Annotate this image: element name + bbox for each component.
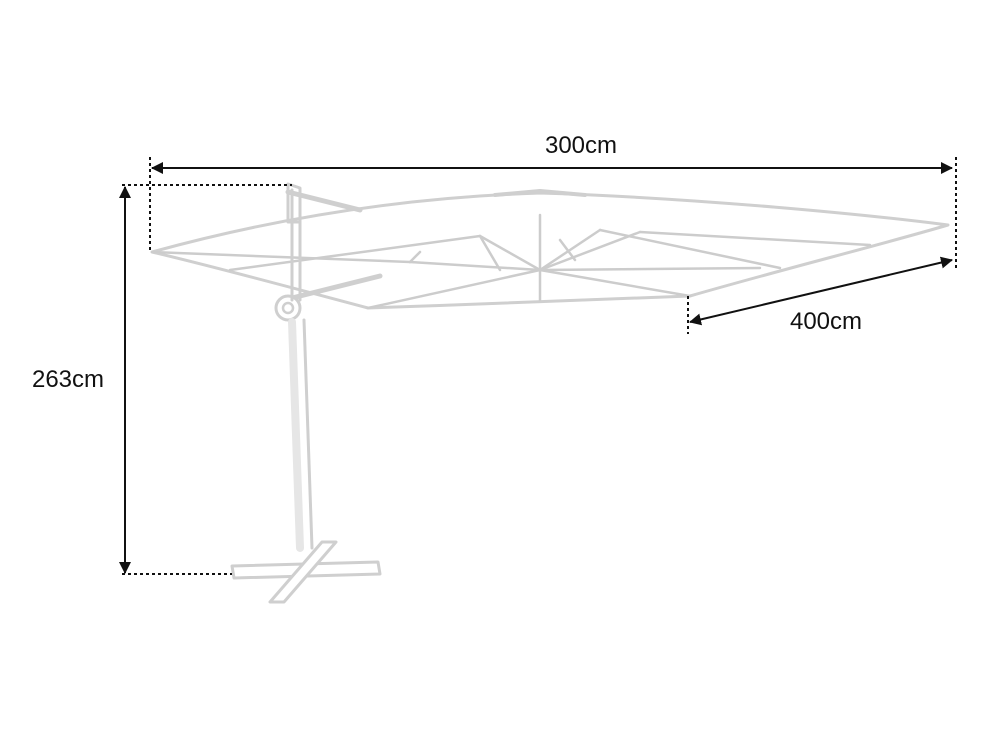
canopy <box>150 191 950 310</box>
upper-arm-outline <box>286 182 302 224</box>
canopy-finial <box>493 189 587 197</box>
depth-label: 400cm <box>790 308 862 335</box>
depth-dimension-arrow <box>689 256 953 326</box>
lower-arm <box>289 273 383 301</box>
cross-base <box>230 540 382 604</box>
main-pole <box>288 188 314 550</box>
width-label: 300cm <box>545 132 617 159</box>
crank-knob <box>274 294 302 322</box>
height-label: 263cm <box>32 366 104 393</box>
cantilever-umbrella <box>150 182 950 604</box>
canopy-ribs <box>150 213 872 310</box>
dimension-annotations <box>119 157 957 575</box>
main-pole-fill <box>288 318 304 552</box>
